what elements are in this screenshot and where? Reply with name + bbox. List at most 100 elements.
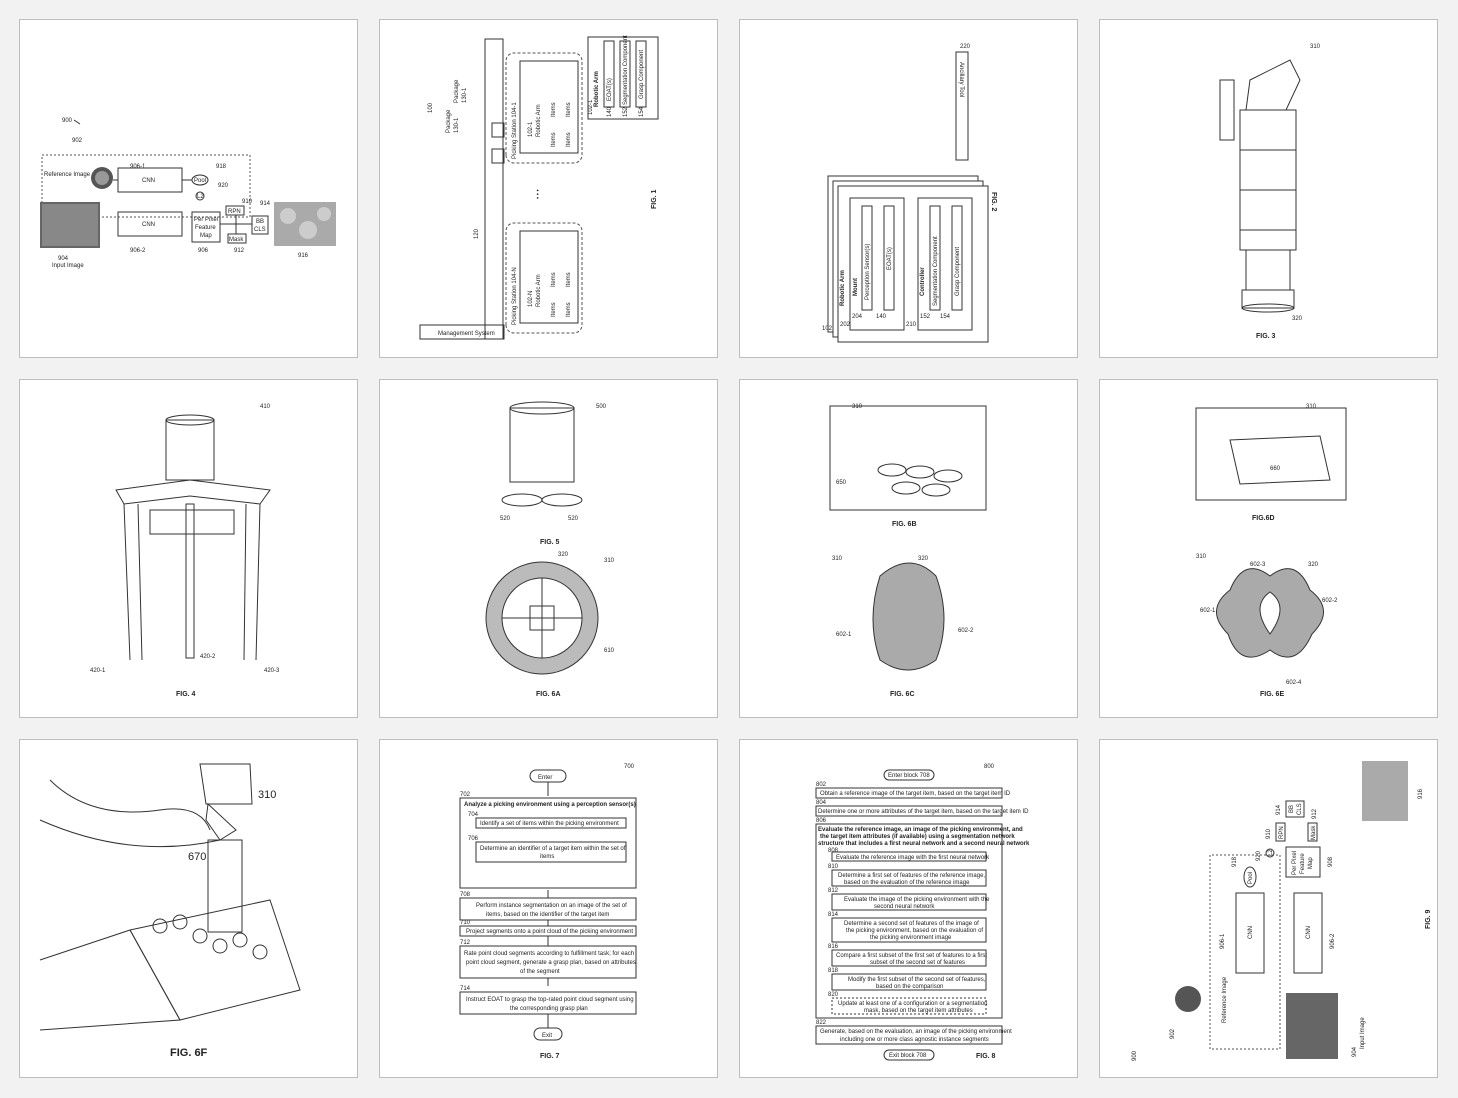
sheet-fig8[interactable]: 800 Enter block 708 802 Obtain a referen…	[739, 739, 1078, 1078]
step-814-box	[831, 917, 987, 943]
table-edge	[39, 819, 221, 848]
figure-label-6b: FIG. 6B	[892, 521, 917, 528]
label-910: 910	[1266, 828, 1272, 839]
ref-152: 152	[920, 314, 931, 320]
star-center	[1259, 591, 1281, 635]
sheet-fig9-landscape[interactable]: 900 902 906-1 Reference Image CNN Pool 9…	[19, 19, 358, 358]
grasp-box	[635, 40, 647, 108]
robotic-arm-detail-ref: 102-1	[588, 99, 594, 115]
sheet-fig6d-fig6e[interactable]: 310 660 FIG.6D 310 602-3 320 602-1 602-2…	[1099, 379, 1438, 718]
arm-cable	[49, 779, 211, 831]
step-708-ref: 708	[460, 892, 471, 898]
controller-box	[917, 197, 973, 331]
label-900: 900	[62, 118, 73, 124]
label-320: 320	[918, 556, 929, 562]
mask-box	[1307, 822, 1318, 842]
sheet-fig6b-fig6c[interactable]: 310 650 FIG. 6B 310 320 602-1 602-2 FIG.…	[739, 379, 1078, 718]
label-500: 500	[596, 404, 607, 410]
sheet-fig9-portrait[interactable]: 900 902 Reference Image 906-1 CNN Pool 9…	[1099, 739, 1438, 1078]
feature-map-box	[191, 211, 221, 243]
label-320: 320	[1308, 562, 1319, 568]
label-908: 908	[1328, 856, 1334, 867]
step-712-text-c: of the segment	[520, 969, 560, 975]
sheet-fig7[interactable]: 700 Enter 702 Analyze a picking environm…	[379, 739, 718, 1078]
label-920: 920	[218, 183, 229, 189]
step-710-text: Project segments onto a point cloud of t…	[466, 929, 633, 935]
step-816-text-a: Compare a first subset of the first set …	[836, 953, 987, 959]
pool-node	[191, 174, 209, 186]
fig6f-drawing: 310 670 FIG. 6F	[39, 763, 301, 1059]
figure-label-6d: FIG.6D	[1252, 515, 1275, 522]
mount-top	[165, 414, 215, 426]
step-820-text-b: mask, based on the target item attribute…	[864, 1008, 973, 1014]
sheet-fig3[interactable]: 310 320 FIG. 3	[1099, 19, 1438, 358]
exit-label: Exit block 708	[889, 1053, 927, 1059]
sheet-fig1[interactable]: 100 Package 130-1 Package 130-1 120 Mana…	[379, 19, 718, 358]
controller-label: Controller	[920, 267, 926, 296]
bottle-cap	[152, 918, 168, 934]
step-804-ref: 804	[816, 800, 827, 806]
robotic-arm-1-ref: 102-1	[528, 121, 534, 137]
label-906: 906	[198, 248, 209, 254]
ref-102: 102	[822, 326, 833, 332]
bin-scene	[829, 405, 987, 511]
cylinder-top	[509, 401, 575, 415]
sheet-fig6f[interactable]: 310 670 FIG. 6F	[19, 739, 358, 1078]
package-label-b: Package	[454, 79, 460, 103]
label-420-2: 420-2	[200, 654, 216, 660]
exit-terminal	[533, 1027, 563, 1041]
fig9-rotated-diagram: 900 902 Reference Image 906-1 CNN Pool 9…	[1132, 761, 1432, 1061]
picking-station-1	[505, 52, 583, 164]
figure-label: FIG. 7	[540, 1053, 560, 1060]
perception-label: Perception Sensor(s)	[865, 244, 871, 300]
enter-label: Enter block 708	[888, 773, 930, 779]
step-812-text-a: Evaluate the image of the picking enviro…	[844, 897, 990, 903]
bottle-cap	[172, 914, 188, 930]
step-714-text-a: Instruct EOAT to grasp the top-rated poi…	[466, 997, 634, 1003]
item-cup	[877, 463, 907, 477]
fig8-flowchart: 800 Enter block 708 802 Obtain a referen…	[815, 764, 1030, 1061]
sheet-fig2[interactable]: Ancillary Tool 220 FIG. 2 Robotic Arm 10…	[739, 19, 1078, 358]
robotic-arm-n-ref: 102-N	[528, 291, 534, 307]
grasp-label: Grasp Component	[955, 247, 961, 296]
figure-label: FIG. 2	[990, 192, 997, 212]
segmentation-ref: 152	[623, 106, 629, 117]
finger-left	[123, 503, 143, 661]
sheet-fig5-fig6a[interactable]: 500 520 520 FIG. 5 320 310 610 FIG. 6A	[379, 379, 718, 718]
sheet-fig4[interactable]: 410 420-1 420-2 420-3 FIG. 4	[19, 379, 358, 718]
step-818-text-b: based on the comparison	[876, 984, 943, 990]
package-box	[491, 122, 505, 138]
label-320: 320	[1292, 316, 1303, 322]
figure-label: FIG. 8	[976, 1053, 996, 1060]
map-label: Map	[1308, 857, 1314, 869]
label-916: 916	[298, 253, 309, 259]
step-804-box	[815, 805, 1003, 817]
step-706-text-a: Determine an identifier of a target item…	[480, 846, 626, 852]
rpn-label: RPN	[228, 209, 241, 215]
step-816-text-b: subset of the second set of features	[870, 960, 965, 966]
label-906-1: 906-1	[1220, 933, 1226, 949]
label-660: 660	[1270, 466, 1281, 472]
perception-box	[861, 205, 873, 311]
disc-cross	[502, 578, 582, 658]
ancillary-tool-label: Ancillary Tool	[958, 62, 964, 97]
pool-label: Pool	[194, 178, 206, 184]
box-scene	[1195, 407, 1347, 501]
label-610: 610	[604, 648, 615, 654]
bb-cls-box	[251, 215, 269, 235]
disc-hub	[529, 605, 555, 631]
ancillary-ref: 220	[960, 44, 971, 50]
ref-140: 140	[876, 314, 887, 320]
fig7-flowchart: 700 Enter 702 Analyze a picking environm…	[459, 764, 637, 1060]
items-label: Items	[551, 102, 557, 117]
step-802-box	[815, 787, 1003, 799]
suction-cup	[1241, 289, 1295, 309]
cnn-label-bottom: CNN	[142, 222, 155, 228]
reference-image-label: Reference Image	[44, 172, 91, 178]
grasp-ref: 154	[639, 106, 645, 117]
label-410: 410	[260, 404, 271, 410]
suction-cup-deformed	[872, 562, 945, 671]
figure-label: FIG. 9	[1425, 909, 1432, 929]
step-804-text: Determine one or more attributes of the …	[818, 809, 1029, 815]
cup-rim	[1241, 303, 1295, 313]
